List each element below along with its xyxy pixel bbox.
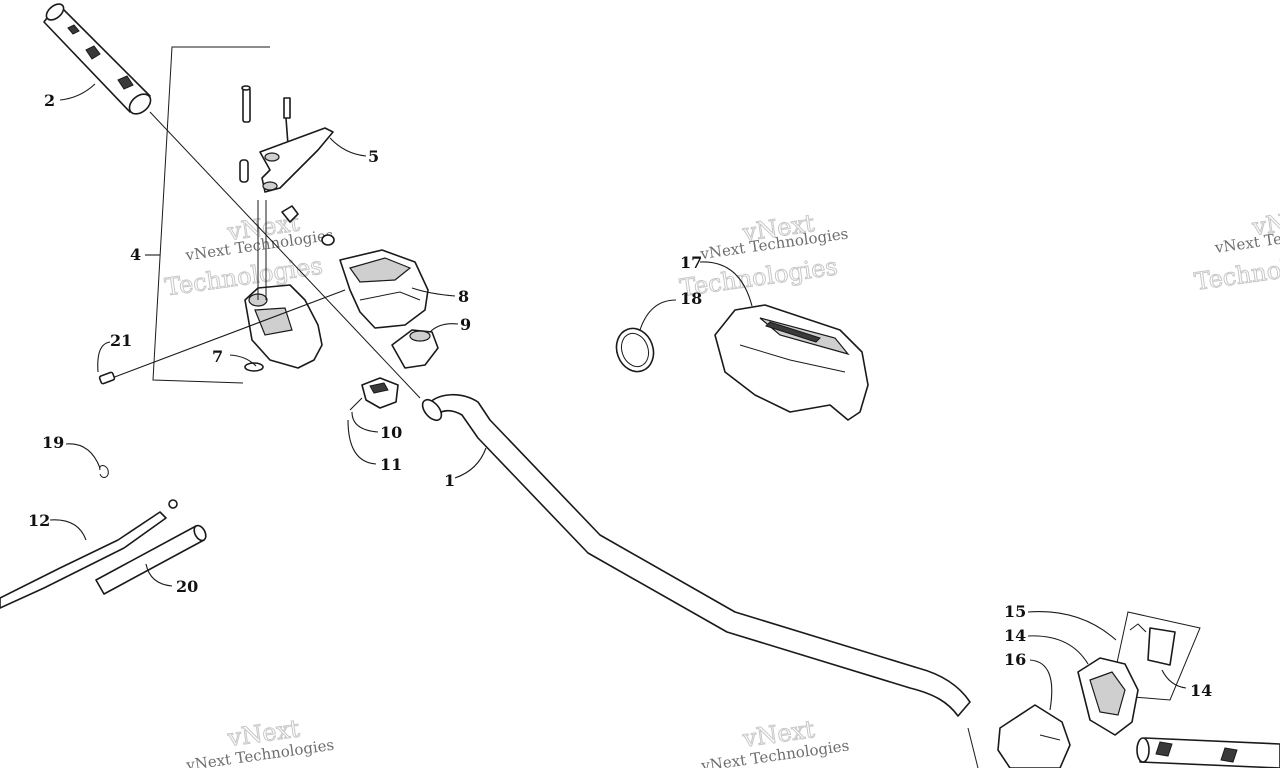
callout-16: 16: [1004, 650, 1026, 669]
retaining-ring: [615, 327, 655, 373]
callout-2: 2: [44, 91, 55, 110]
watermark-3: vNext vNext Technologies Technologies: [1192, 203, 1280, 296]
bracket-group-4: [145, 46, 270, 384]
callout-9: 9: [460, 315, 471, 334]
brake-lever-bracket: [967, 704, 1071, 768]
callout-5: 5: [368, 147, 379, 166]
leader-lines: [49, 83, 1187, 711]
callout-8: 8: [458, 287, 469, 306]
hand-guard: [714, 304, 869, 421]
watermark-5: vNext vNext Technologies: [699, 715, 850, 768]
callout-21: 21: [110, 331, 132, 350]
right-grip: [1136, 737, 1280, 768]
callout-19: 19: [42, 433, 64, 452]
callout-15: 15: [1004, 602, 1026, 621]
callout-12: 12: [28, 511, 50, 530]
callout-7: 7: [212, 347, 223, 366]
long-screw: [98, 289, 346, 385]
callout-1: 1: [444, 471, 455, 490]
callout-14a: 14: [1004, 626, 1026, 645]
callout-18: 18: [680, 289, 702, 308]
switch-10: [349, 377, 399, 411]
brake-assembly: [1077, 611, 1201, 736]
callout-labels: 2 4 5 7 8 9 10 11 1 12 19 20 21 17 18 15…: [28, 91, 1212, 700]
throttle-cover: [339, 249, 429, 329]
throttle-cable: [0, 465, 178, 609]
handlebar: [421, 393, 971, 717]
cable-sleeve: [95, 524, 207, 595]
callout-10: 10: [380, 423, 402, 442]
assembly-centerline: [149, 111, 421, 399]
watermark-1: vNext vNext Technologies Technologies: [163, 208, 335, 302]
left-grip: [43, 3, 152, 115]
watermark-4: vNext vNext Technologies: [184, 714, 335, 768]
callout-14b: 14: [1190, 681, 1212, 700]
callout-4: 4: [130, 245, 141, 264]
callout-20: 20: [176, 577, 198, 596]
throttle-lever: [239, 85, 335, 246]
callout-17: 17: [680, 253, 702, 272]
clip-9: [391, 329, 439, 369]
callout-11: 11: [380, 455, 402, 474]
